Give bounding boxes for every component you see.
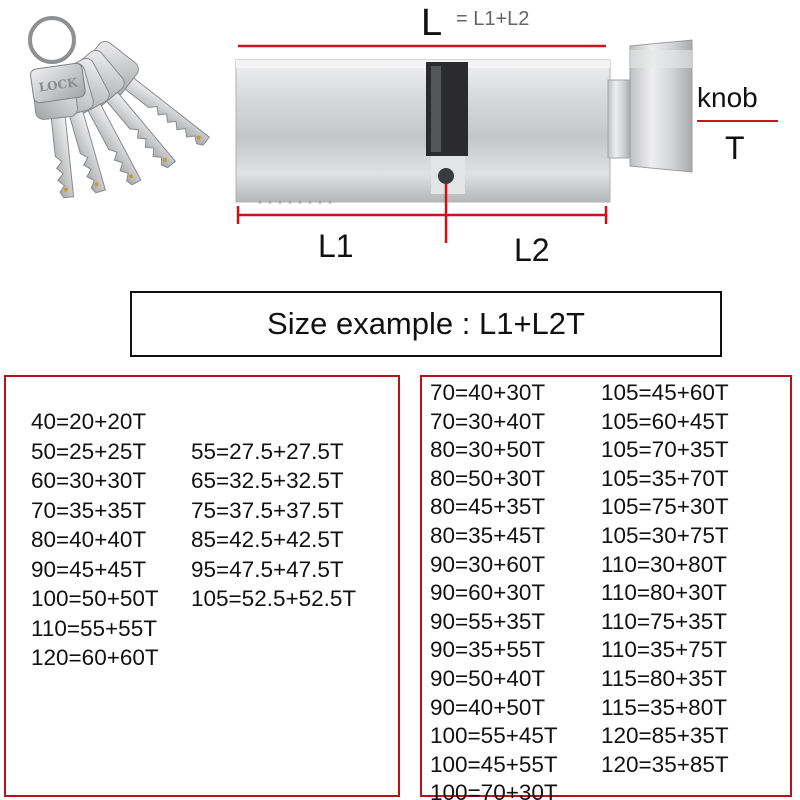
size-item: 100=55+45T bbox=[430, 723, 558, 749]
size-item: 90=35+55T bbox=[430, 637, 546, 663]
size-list-col2: 55=27.5+27.5T 65=32.5+32.5T 75=37.5+37.5T 8… bbox=[191, 437, 356, 614]
size-item: 100=45+55T bbox=[430, 751, 558, 777]
size-item: 90=50+40T bbox=[430, 665, 546, 691]
size-item: 120=35+85T bbox=[601, 751, 729, 777]
size-item: 70=40+30T bbox=[430, 380, 546, 405]
size-item: 85=42.5+42.5T bbox=[191, 527, 344, 552]
size-item: 60=30+30T bbox=[31, 468, 147, 493]
size-item: 105=45+60T bbox=[601, 380, 729, 405]
size-item: 40=20+20T bbox=[31, 409, 147, 434]
size-item: 65=32.5+32.5T bbox=[191, 468, 344, 493]
label-T: T bbox=[725, 130, 745, 166]
key-ring bbox=[28, 16, 76, 64]
size-item: 90=55+35T bbox=[430, 608, 546, 634]
size-item: 70=30+40T bbox=[430, 408, 546, 434]
label-L2: L2 bbox=[514, 232, 550, 268]
size-example-text: Size example : L1+L2T bbox=[267, 306, 585, 341]
knob-body bbox=[629, 39, 693, 173]
size-item: 110=30+80T bbox=[601, 551, 727, 577]
size-item: 110=80+30T bbox=[601, 580, 727, 606]
size-example-box: Size example : L1+L2T bbox=[130, 291, 722, 357]
size-item: 55=27.5+27.5T bbox=[191, 438, 344, 464]
size-item: 95=47.5+47.5T bbox=[191, 556, 344, 582]
size-item: 100=50+50T bbox=[31, 586, 159, 611]
dimension-lines bbox=[236, 44, 778, 243]
cylinder-dots bbox=[258, 200, 332, 204]
keys-image: LOCK bbox=[28, 16, 210, 199]
label-L1: L1 bbox=[318, 228, 354, 264]
size-item: 70=35+35T bbox=[31, 497, 147, 523]
size-item: 105=70+35T bbox=[601, 437, 729, 463]
size-item: 90=30+60T bbox=[430, 551, 546, 577]
size-item: 110=55+55T bbox=[31, 615, 157, 641]
size-item: 90=45+45T bbox=[31, 556, 147, 582]
knob-shaft bbox=[607, 79, 631, 159]
size-item: 105=30+75T bbox=[601, 522, 729, 548]
knob-face bbox=[630, 50, 692, 68]
size-item: 90=60+30T bbox=[430, 580, 546, 606]
size-item: 105=35+70T bbox=[601, 465, 729, 491]
label-L-sum: = L1+L2 bbox=[456, 8, 530, 30]
label-L: L bbox=[421, 2, 443, 44]
size-item: 120=60+60T bbox=[31, 645, 159, 670]
size-item: 80=50+30T bbox=[430, 465, 546, 491]
size-item: 105=75+30T bbox=[601, 494, 729, 520]
cylinder-image bbox=[235, 39, 693, 204]
cylinder-cam-shine bbox=[431, 66, 441, 152]
size-item: 100=70+30T bbox=[430, 780, 558, 800]
size-item: 110=35+75T bbox=[601, 637, 727, 663]
size-list-col1: 40=20+20T 50=25+25T 60=30+30T 70=35+35T 80=4… bbox=[31, 407, 159, 673]
size-item: 105=52.5+52.5T bbox=[191, 586, 357, 611]
cylinder-body bbox=[235, 59, 611, 203]
size-item: 120=85+35T bbox=[601, 723, 729, 749]
size-item: 75=37.5+37.5T bbox=[191, 497, 344, 523]
cylinder-bolt-hole bbox=[438, 168, 454, 184]
cylinder-top-edge bbox=[236, 60, 610, 68]
size-item: 80=30+50T bbox=[430, 437, 546, 463]
size-item: 80=35+45T bbox=[430, 522, 546, 548]
size-item: 80=45+35T bbox=[430, 494, 546, 520]
size-item: 50=25+25T bbox=[31, 438, 147, 464]
label-knob: knob bbox=[697, 82, 758, 113]
key-front: LOCK bbox=[30, 62, 86, 104]
size-item: 115=80+35T bbox=[601, 665, 727, 691]
size-item: 80=40+40T bbox=[31, 527, 147, 552]
size-item: 115=35+80T bbox=[601, 694, 727, 720]
size-item: 110=75+35T bbox=[601, 608, 727, 634]
size-panel-symmetric: 40=20+20T 50=25+25T 60=30+30T 70=35+35T 80=4… bbox=[4, 375, 400, 797]
size-item: 105=60+45T bbox=[601, 408, 729, 434]
key-logo: LOCK bbox=[38, 75, 79, 94]
size-item: 90=40+50T bbox=[430, 694, 546, 720]
